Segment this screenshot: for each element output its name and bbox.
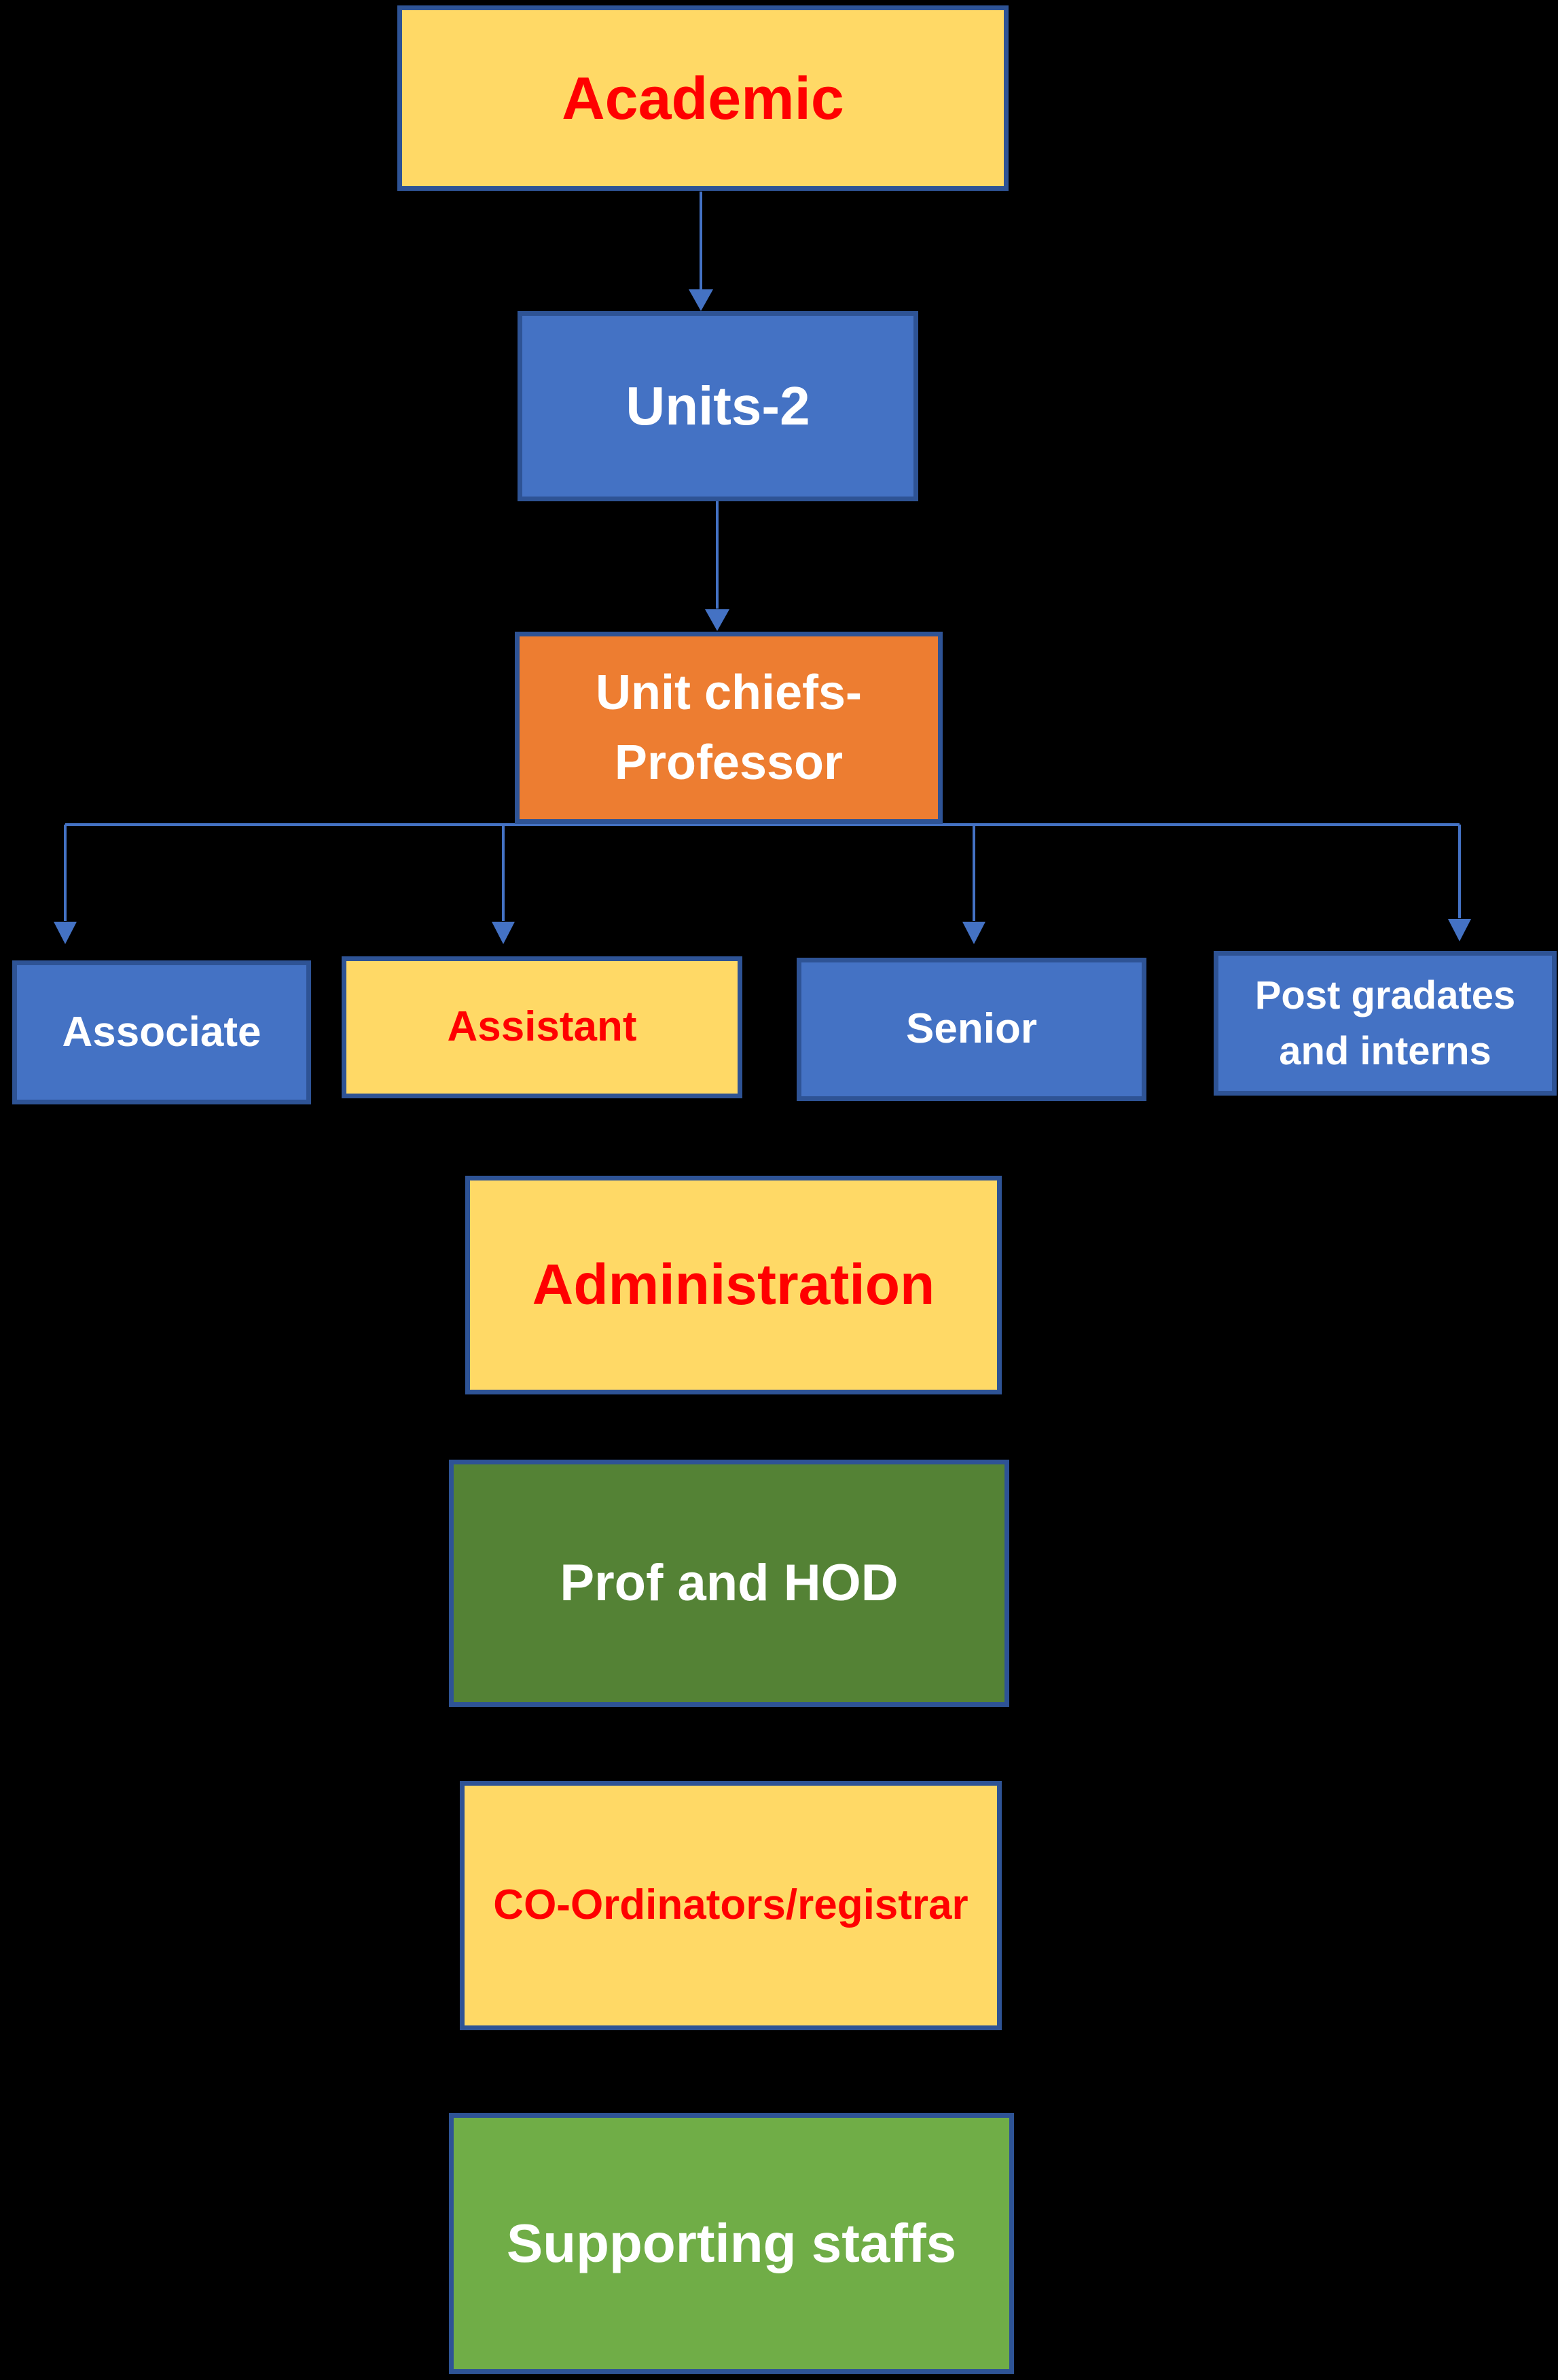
node-post-grads-label-line2: and interns: [1279, 1028, 1491, 1073]
node-academic-label: Academic: [562, 64, 844, 132]
arrowhead-rail-to-post-grads: [1448, 919, 1471, 941]
node-unit-chiefs-label-line1: Unit chiefs-: [595, 666, 863, 721]
node-administration-label: Administration: [532, 1252, 935, 1317]
node-supporting-label: Supporting staffs: [506, 2213, 957, 2273]
node-assistant: Assistant: [342, 956, 742, 1098]
node-senior: Senior: [797, 958, 1146, 1101]
node-unit-chiefs-label-line2: Professor: [614, 735, 844, 790]
node-prof-hod-label: Prof and HOD: [560, 1553, 899, 1612]
node-unit-chiefs-label: Unit chiefs- Professor: [596, 658, 862, 797]
arrowhead-units2-to-unit-chiefs: [705, 609, 729, 631]
node-administration: Administration: [465, 1176, 1002, 1394]
node-post-grads-label: Post gradates and interns: [1255, 968, 1516, 1078]
node-units2-label: Units-2: [626, 376, 810, 436]
node-senior-label: Senior: [906, 1005, 1037, 1053]
node-post-grads: Post gradates and interns: [1214, 951, 1557, 1096]
node-prof-hod: Prof and HOD: [449, 1460, 1009, 1707]
arrowhead-rail-to-assistant: [492, 922, 515, 944]
node-assistant-label: Assistant: [447, 1003, 637, 1051]
node-supporting: Supporting staffs: [449, 2113, 1014, 2374]
arrowhead-rail-to-senior: [962, 922, 985, 944]
node-associate: Associate: [12, 960, 311, 1104]
node-academic: Academic: [397, 5, 1009, 191]
node-coordinators-label: CO-Ordinators/registrar: [493, 1881, 968, 1929]
node-units2: Units-2: [518, 311, 918, 501]
arrowhead-academic-to-units2: [689, 289, 713, 311]
node-post-grads-label-line1: Post gradates: [1254, 973, 1516, 1018]
node-coordinators: CO-Ordinators/registrar: [460, 1781, 1002, 2030]
node-associate-label: Associate: [62, 1008, 261, 1056]
arrowhead-rail-to-associate: [54, 922, 77, 944]
node-unit-chiefs: Unit chiefs- Professor: [515, 632, 943, 824]
